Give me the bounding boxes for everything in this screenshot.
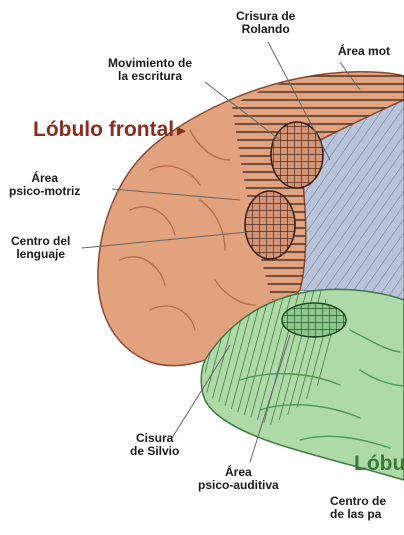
label-movimiento-escritura: Movimiento de la escritura <box>108 57 192 83</box>
auditory-area-grid <box>282 303 346 337</box>
lobulo-frontal-text: Lóbulo frontal <box>33 118 174 141</box>
arrow-right-icon: ▶ <box>177 125 185 137</box>
label-centro-lenguaje: Centro del lenguaje <box>11 235 70 261</box>
label-crisura-rolando: Crisura de Rolando <box>236 10 295 36</box>
label-area-psicoauditiva: Área psico-auditiva <box>198 466 279 492</box>
label-area-motriz: Área mot <box>338 45 390 58</box>
label-area-psicomotriz: Área psico-motriz <box>9 172 80 198</box>
label-lobulo-temporal: Lóbu <box>354 452 404 476</box>
label-cisura-silvio: Cisura de Silvio <box>130 432 179 458</box>
label-lobulo-frontal: Lóbulo frontal▶ <box>33 118 186 142</box>
language-area-grid <box>245 191 295 259</box>
label-centro-palabras: Centro de de las pa <box>330 495 386 521</box>
